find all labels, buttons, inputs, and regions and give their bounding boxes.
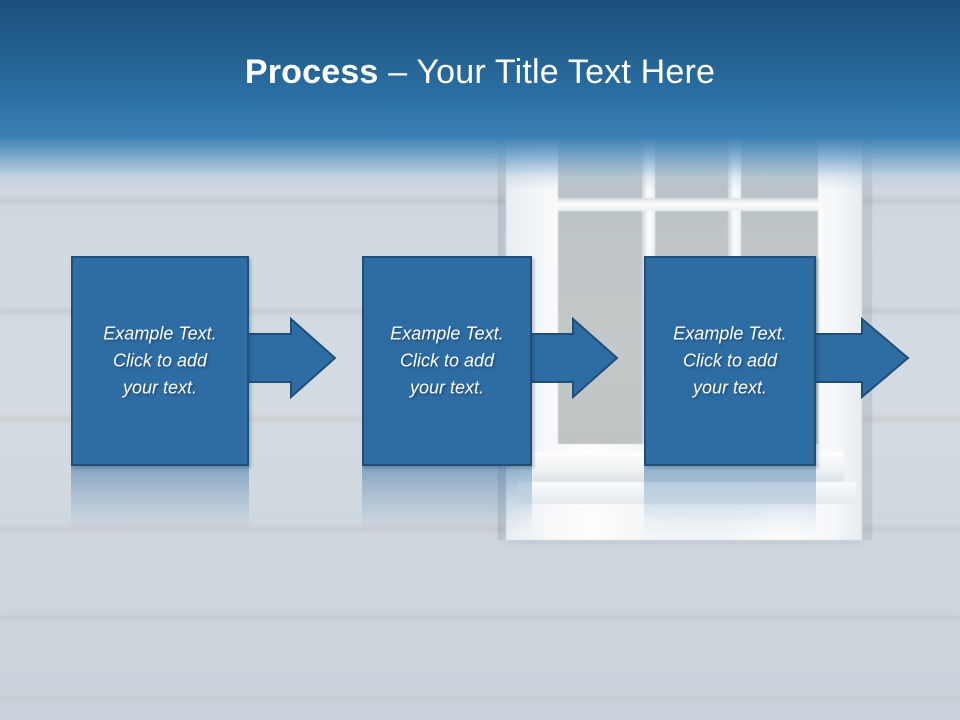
page-title: Process – Your Title Text Here [0, 52, 960, 92]
step-box-reflection-1 [71, 466, 249, 536]
step-label-line: your text. [409, 377, 485, 398]
step-box-reflection-2 [362, 466, 532, 536]
step-label-line: Click to add [112, 350, 208, 371]
step-label-line: Example Text. [103, 323, 217, 344]
window-mullion-horizontal [558, 198, 818, 211]
step-label-2: Example Text. Click to add your text. [364, 321, 530, 402]
header-band [0, 0, 960, 190]
step-label-line: your text. [122, 377, 198, 398]
step-label-1: Example Text. Click to add your text. [73, 321, 247, 402]
title-regular-part: Your Title Text Here [416, 53, 716, 91]
step-label-line: Example Text. [673, 323, 787, 344]
title-separator: – [378, 53, 417, 91]
step-box-2[interactable]: Example Text. Click to add your text. [362, 256, 532, 466]
step-label-line: Click to add [682, 350, 778, 371]
step-label-line: Click to add [399, 350, 495, 371]
step-label-line: your text. [692, 377, 768, 398]
step-label-line: Example Text. [390, 323, 504, 344]
step-box-1[interactable]: Example Text. Click to add your text. [71, 256, 249, 466]
step-label-3: Example Text. Click to add your text. [646, 321, 814, 402]
step-box-3[interactable]: Example Text. Click to add your text. [644, 256, 816, 466]
title-bold-part: Process [244, 53, 379, 91]
step-box-reflection-3 [644, 466, 816, 536]
